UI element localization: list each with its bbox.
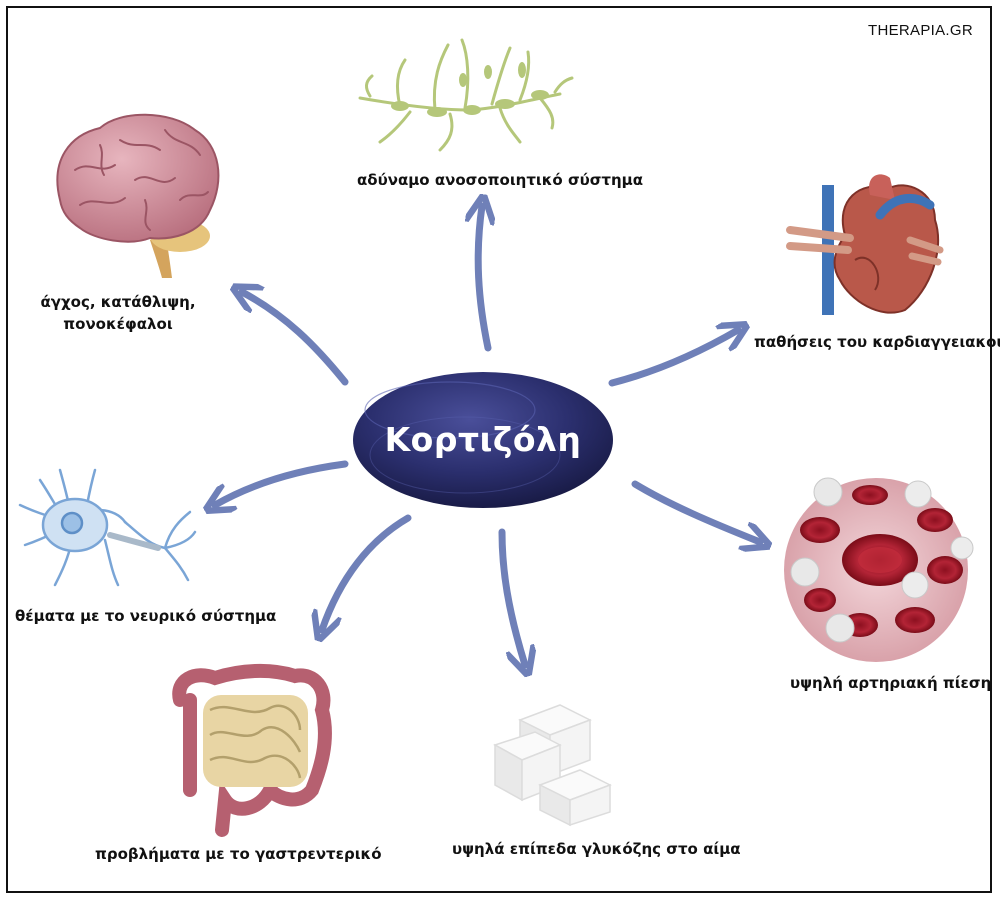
brain-label-line2: πονοκέφαλοι: [63, 314, 173, 333]
arrow-to-nervous: [215, 460, 349, 505]
arrow-to-brain: [242, 292, 349, 386]
cortisol-label: Κορτιζόλη: [384, 420, 582, 459]
arrow-to-glucose: [498, 528, 525, 665]
cortisol-hub: [353, 372, 613, 508]
heart-icon: [786, 174, 944, 315]
gut-label: προβλήματα με το γαστρεντερικό: [95, 845, 382, 863]
arrow-to-heart: [608, 330, 738, 387]
brain-label-line1: άγχος, κατάθλιψη,: [40, 293, 196, 311]
nervous-label: θέματα με το νευρικό σύστημα: [15, 607, 277, 625]
brain-label: άγχος, κατάθλιψη, πονοκέφαλοι: [28, 292, 208, 336]
immune-label: αδύναμο ανοσοποιητικό σύστημα: [357, 171, 644, 189]
neuron-cells-icon: [358, 38, 574, 152]
neuron-icon: [18, 468, 197, 587]
intestines-icon: [172, 663, 332, 837]
arrow-to-blood-pressure: [631, 480, 760, 542]
blood-pressure-label: υψηλή αρτηριακή πίεση: [790, 674, 992, 692]
arrow-to-gut: [322, 514, 412, 630]
glucose-label: υψηλά επίπεδα γλυκόζης στο αίμα: [452, 840, 741, 858]
arrow-to-immune: [478, 206, 488, 352]
heart-label: παθήσεις του καρδιαγγειακού: [754, 333, 1000, 351]
diagram-frame: [6, 6, 992, 893]
brand-label: THERAPIA.GR: [868, 22, 973, 39]
blood-cells-icon: [784, 477, 974, 662]
sugar-cubes-icon: [493, 704, 612, 827]
brain-icon: [56, 113, 220, 278]
arrows: [215, 206, 760, 665]
